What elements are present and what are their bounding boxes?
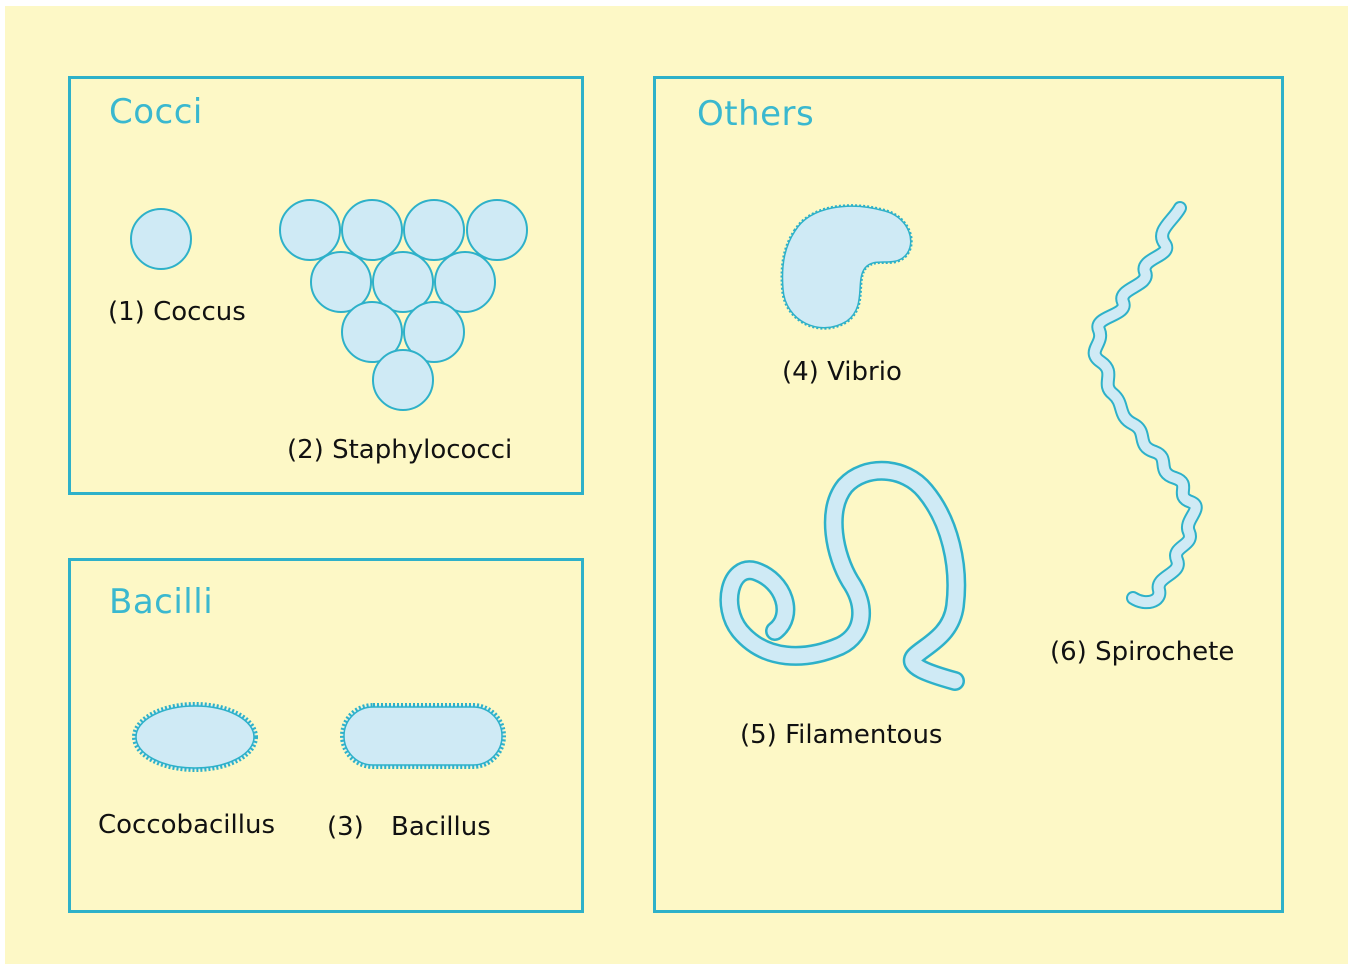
- staphylococci-label: (2) Staphylococci: [287, 435, 512, 465]
- spirochete-cell: [1095, 208, 1196, 602]
- bacillus-label: Bacillus: [391, 812, 491, 842]
- staphylococci-cluster: [280, 200, 527, 410]
- coccus-label: (1) Coccus: [108, 297, 246, 327]
- diagram-canvas: Cocci Bacilli Others .cell { fill: #cfea…: [5, 6, 1348, 964]
- coccobacillus-label: Coccobacillus: [98, 810, 275, 840]
- coccus-cell: [131, 209, 191, 269]
- vibrio-label: (4) Vibrio: [782, 357, 902, 387]
- vibrio-cell: [783, 206, 911, 328]
- coccobacillus-cell: [134, 704, 256, 770]
- bacillus-cell: [342, 705, 504, 767]
- spirochete-label: (6) Spirochete: [1050, 637, 1234, 667]
- filamentous-label: (5) Filamentous: [740, 720, 942, 750]
- bacillus-number-label: (3): [327, 812, 364, 842]
- filamentous-cell: [729, 471, 956, 681]
